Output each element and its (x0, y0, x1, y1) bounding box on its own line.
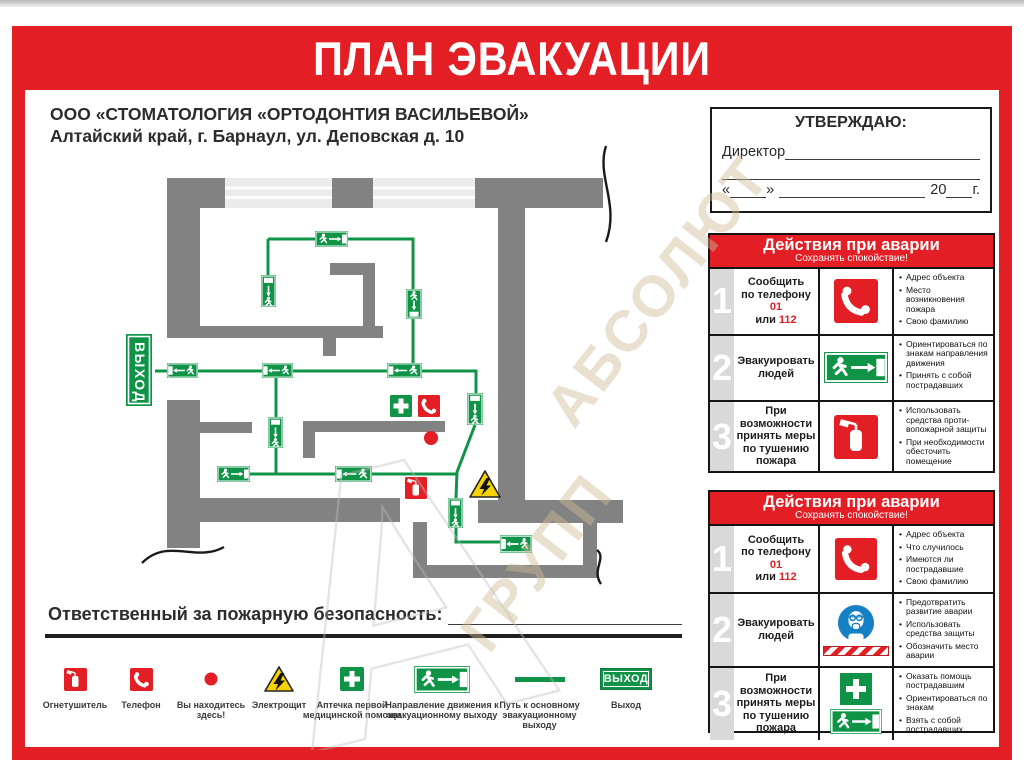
respirator-icon (837, 604, 875, 642)
legend-item-electrical: Электрощит (244, 664, 314, 710)
fire-extinguisher-icon (818, 402, 894, 471)
electrical-panel-icon (263, 664, 295, 694)
barrier-tape-icon (823, 645, 889, 656)
first-aid-kit-icon (340, 664, 364, 694)
phone-call-icon (818, 269, 894, 334)
organization-name: ООО «СТОМАТОЛОГИЯ «ОРТОДОНТИЯ ВАСИЛЬЕВОЙ… (50, 104, 529, 124)
organization-block: ООО «СТОМАТОЛОГИЯ «ОРТОДОНТИЯ ВАСИЛЬЕВОЙ… (50, 103, 670, 147)
year-prefix: 20 (930, 182, 947, 198)
legend-item-direction: Направление движения к эвакуационному вы… (383, 664, 501, 720)
fire-extinguisher-icon (405, 477, 427, 499)
you-are-here-icon (203, 664, 219, 694)
legend-item-first-aid: Аптечка первой медицинской помощи (302, 664, 402, 720)
evacuation-direction-icon (414, 664, 470, 694)
responsible-signature-line (448, 604, 682, 625)
table-row: 3 При возможности принять меры по тушени… (710, 665, 993, 740)
year-line (946, 180, 973, 198)
electrical-panel-icon (469, 470, 501, 498)
exit-sign-icon (262, 363, 293, 378)
divider-rule (45, 634, 682, 638)
main-route-icon (514, 664, 565, 694)
phone-call-icon (818, 526, 894, 592)
exit-sign-icon (268, 417, 283, 448)
date-day-line (730, 180, 767, 198)
exit-sign-icon (335, 466, 372, 482)
first-aid-kit-icon (390, 395, 412, 417)
action-table-fire: Действия при аварии Сохранять спокойстви… (708, 233, 995, 473)
exit-sign-icon (448, 498, 463, 528)
table-row: 1 Сообщить по телефону 01 или 112 •Адрес… (710, 524, 993, 592)
table-row: 3 При возможности принять меры по тушени… (710, 400, 993, 471)
evacuation-exit-sign-icon (818, 335, 894, 400)
legend-item-phone: Телефон (111, 664, 171, 710)
signature-line (785, 142, 980, 160)
legend-item-you-are-here: Вы находитесь здесь! (171, 664, 251, 720)
table-row: 2 Эвакуировать людей •Предотвратить р (710, 591, 993, 666)
exit-sign-board: ВЫХОД (126, 334, 152, 406)
legend: Огнетушитель Телефон Вы находитесь здесь… (0, 664, 700, 742)
director-label: Директор (722, 144, 786, 160)
exit-sign-icon (406, 289, 422, 319)
fire-extinguisher-icon (63, 664, 87, 694)
action-table-accident: Действия при аварии Сохранять спокойстви… (708, 490, 995, 740)
table-row: 2 Эвакуировать людей •Ориентироваться по… (710, 333, 993, 400)
you-are-here-icon (424, 431, 438, 445)
approval-box: УТВЕРЖДАЮ: Директор « » 20 г. (710, 107, 992, 213)
exit-sign-text: ВЫХОД (132, 342, 148, 403)
plan-break-lines (141, 145, 612, 585)
year-suffix: г. (972, 182, 980, 198)
exit-sign-icon (315, 231, 348, 247)
date-quote-close: » (766, 182, 775, 198)
first-aid-icon (840, 673, 872, 705)
approval-title: УТВЕРЖДАЮ: (795, 114, 907, 131)
exit-sign-icon (387, 363, 422, 378)
date-month-line (779, 180, 926, 198)
responsible-line: Ответственный за пожарную безопасность: (48, 604, 682, 625)
floor-plan: ВЫХОД (126, 145, 623, 585)
window-openings (225, 178, 475, 208)
phone-icon (129, 664, 153, 694)
exit-sign-icon (261, 275, 276, 307)
exit-sign-icon (467, 393, 483, 425)
photo-top-edge (0, 0, 1024, 7)
legend-item-exit: ВЫХОД Выход (596, 664, 656, 710)
phone-icon (418, 395, 440, 417)
date-quote-open: « (722, 182, 731, 198)
organization-address: Алтайский край, г. Барнаул, ул. Деповска… (50, 126, 465, 146)
page-title: ПЛАН ЭВАКУАЦИИ (313, 31, 711, 85)
poster-title-banner: ПЛАН ЭВАКУАЦИИ (12, 26, 1012, 90)
table-header: Действия при аварии Сохранять спокойстви… (710, 235, 993, 267)
exit-sign-icon (217, 466, 250, 482)
table-header: Действия при аварии Сохранять спокойстви… (710, 492, 993, 524)
legend-item-extinguisher: Огнетушитель (40, 664, 110, 710)
exit-sign-icon (167, 363, 198, 378)
table-row: 1 Сообщить по телефону 01 или 112 •Адрес… (710, 267, 993, 334)
evacuation-exit-sign-icon (830, 709, 882, 734)
evacuation-route-lines (155, 237, 500, 544)
signature-line (722, 162, 980, 180)
responsible-label: Ответственный за пожарную безопасность: (48, 604, 443, 624)
legend-item-route: Путь к основному эвакуационному выходу (492, 664, 587, 730)
exit-icon: ВЫХОД (600, 664, 652, 694)
exit-sign-icon (500, 535, 532, 553)
